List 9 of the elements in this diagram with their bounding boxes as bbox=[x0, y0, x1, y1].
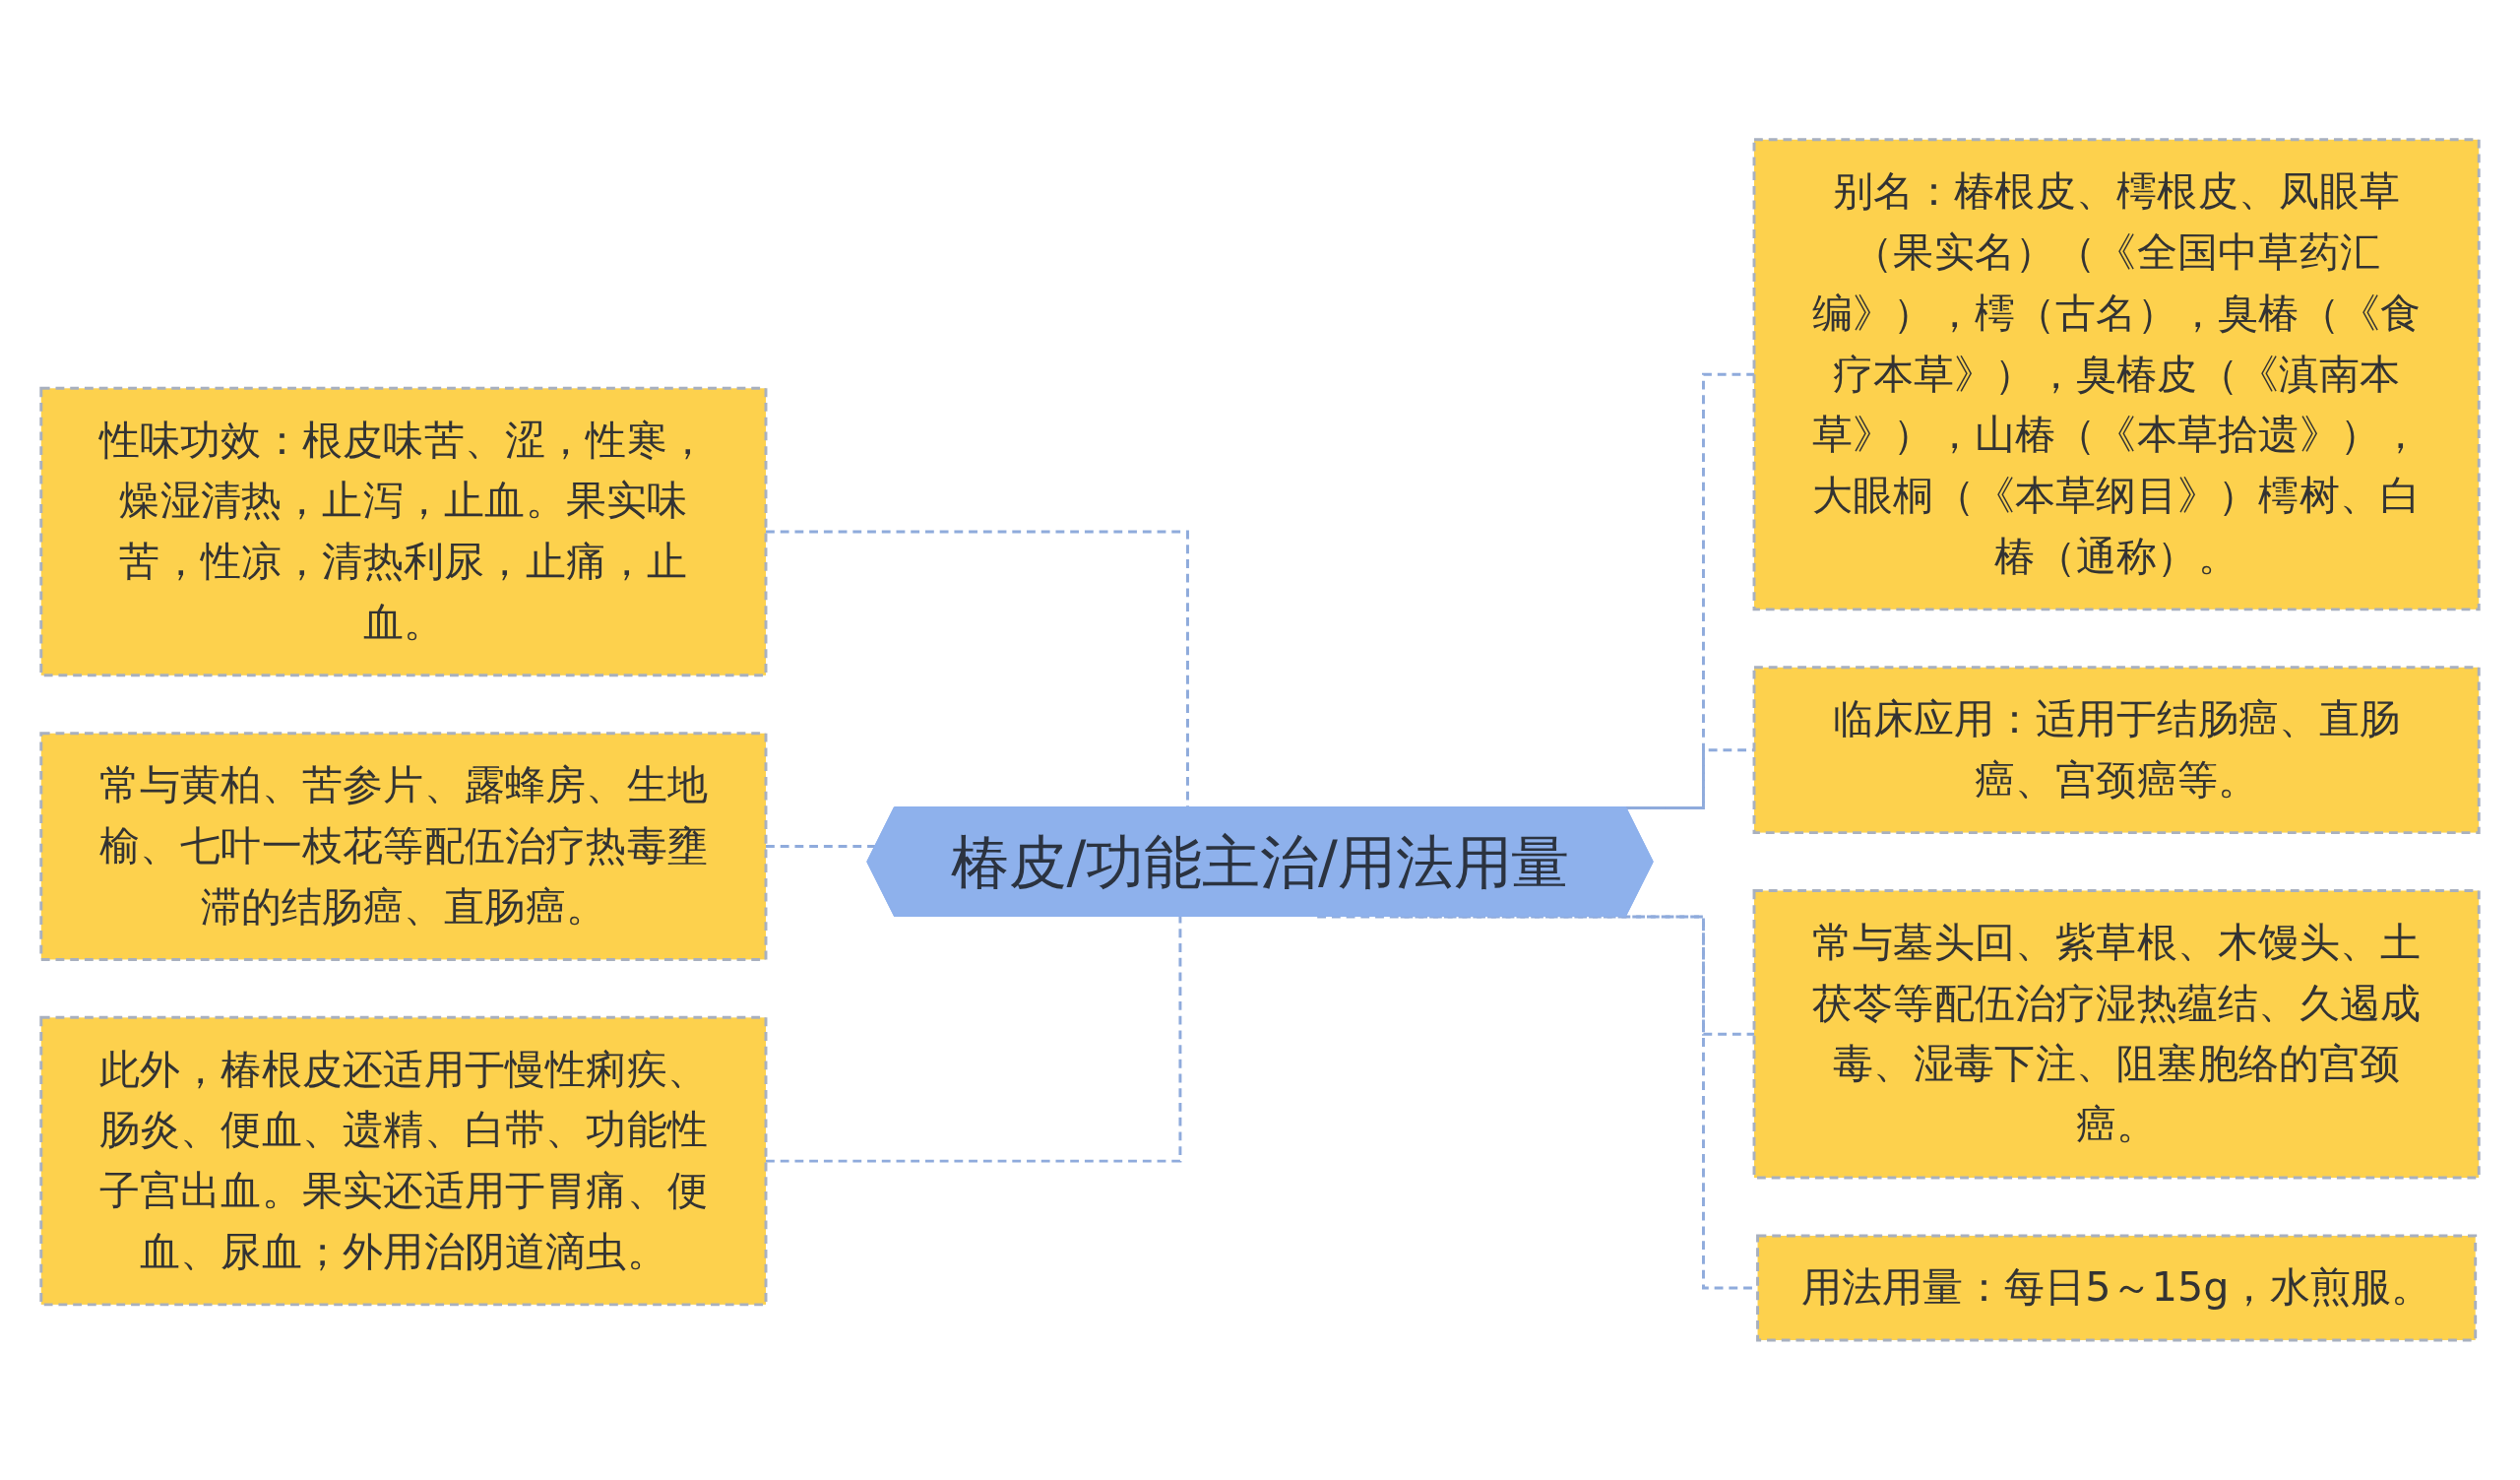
connector bbox=[766, 917, 1182, 1163]
node-box: 临床应用：适用于结肠癌、直肠癌、宫颈癌等。 bbox=[1752, 666, 2481, 835]
node-box: 此外，椿根皮还适用于慢性痢疾、肠炎、便血、遗精、白带、功能性子宫出血。果实还适用于胃痛、便血、尿血；外用治阴道滴虫。 bbox=[39, 1016, 768, 1307]
node-box: 别名：椿根皮、樗根皮、凤眼草（果实名）（《全国中草药汇编》），樗（古名），臭椿（《食疗本草》），臭椿皮（《滇南本草》），山椿（《本草拾遗》），大眼桐（《本草纲目》）樗树、白椿（通称）。 bbox=[1752, 138, 2481, 611]
node-box: 用法用量：每日5～15g，水煎服。 bbox=[1756, 1234, 2478, 1342]
connector bbox=[766, 845, 876, 850]
node-box: 常与墓头回、紫草根、木馒头、土茯苓等配伍治疗湿热蕴结、久遏成毒、湿毒下注、阻塞胞络的宫颈癌。 bbox=[1752, 889, 2481, 1180]
node-box: 性味功效：根皮味苦、涩，性寒，燥湿清热，止泻，止血。果实味苦，性凉，清热利尿，止痛，止血。 bbox=[39, 386, 768, 677]
node-box: 常与黄柏、苦参片、露蜂房、生地榆、七叶一枝花等配伍治疗热毒壅滞的结肠癌、直肠癌。 bbox=[39, 732, 768, 962]
